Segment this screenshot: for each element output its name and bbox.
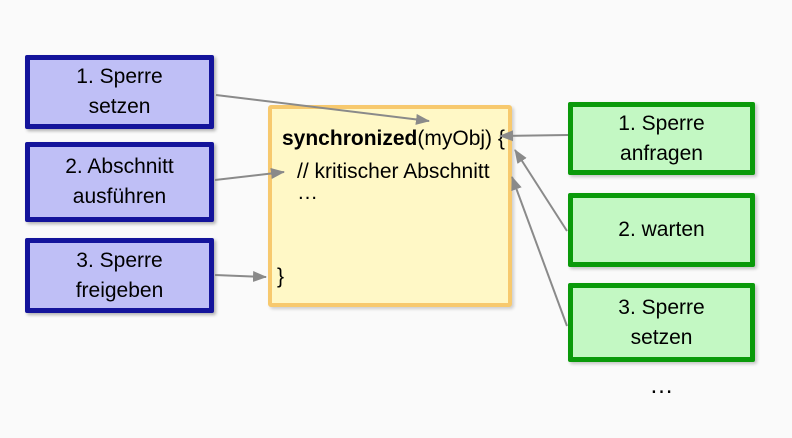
left-step-1-label-line2: setzen	[88, 95, 151, 118]
right-step-3-label-line2: setzen	[630, 325, 693, 349]
right-step-1-label-line2: anfragen	[620, 141, 703, 165]
right-step-2-label-line1: 2. warten	[618, 218, 705, 241]
right-step-3-label-line1: 3. Sperre	[618, 295, 705, 319]
code-keyword-synchronized: synchronized	[282, 127, 418, 150]
code-line-closing-brace: }	[277, 265, 285, 288]
code-box: synchronized(myObj) { // kritischer Absc…	[268, 105, 512, 307]
arrow-right-step-2-to-code	[514, 149, 568, 232]
code-after-keyword: (myObj) {	[417, 127, 505, 150]
left-step-3-label-line2: freigeben	[75, 278, 164, 302]
left-step-2-label-line1: 2. Abschnitt	[65, 155, 174, 178]
right-step-1-box: 1. Sperre anfragen	[568, 102, 755, 175]
left-step-1-box: 1. Sperre setzen	[25, 55, 214, 129]
left-step-2-box: 2. Abschnitt ausführen	[25, 142, 214, 222]
left-step-3-box: 3. Sperre freigeben	[25, 238, 214, 313]
left-step-1-label-line1: 1. Sperre	[76, 65, 163, 88]
bottom-ellipsis: …	[649, 372, 674, 399]
arrow-left-step-3-to-code	[214, 270, 267, 282]
code-line-synchronized: synchronized(myObj) {	[282, 127, 505, 151]
left-step-3-label-line1: 3. Sperre	[76, 248, 163, 272]
arrow-right-step-3-to-code	[511, 176, 568, 327]
code-line-ellipsis: …	[297, 181, 318, 204]
left-step-2-label-line2: ausführen	[72, 185, 167, 208]
right-step-1-label-line1: 1. Sperre	[618, 111, 705, 135]
right-step-2-box: 2. warten	[568, 193, 755, 267]
right-step-3-box: 3. Sperre setzen	[568, 283, 755, 362]
code-line-comment: // kritischer Abschnitt	[297, 160, 490, 183]
